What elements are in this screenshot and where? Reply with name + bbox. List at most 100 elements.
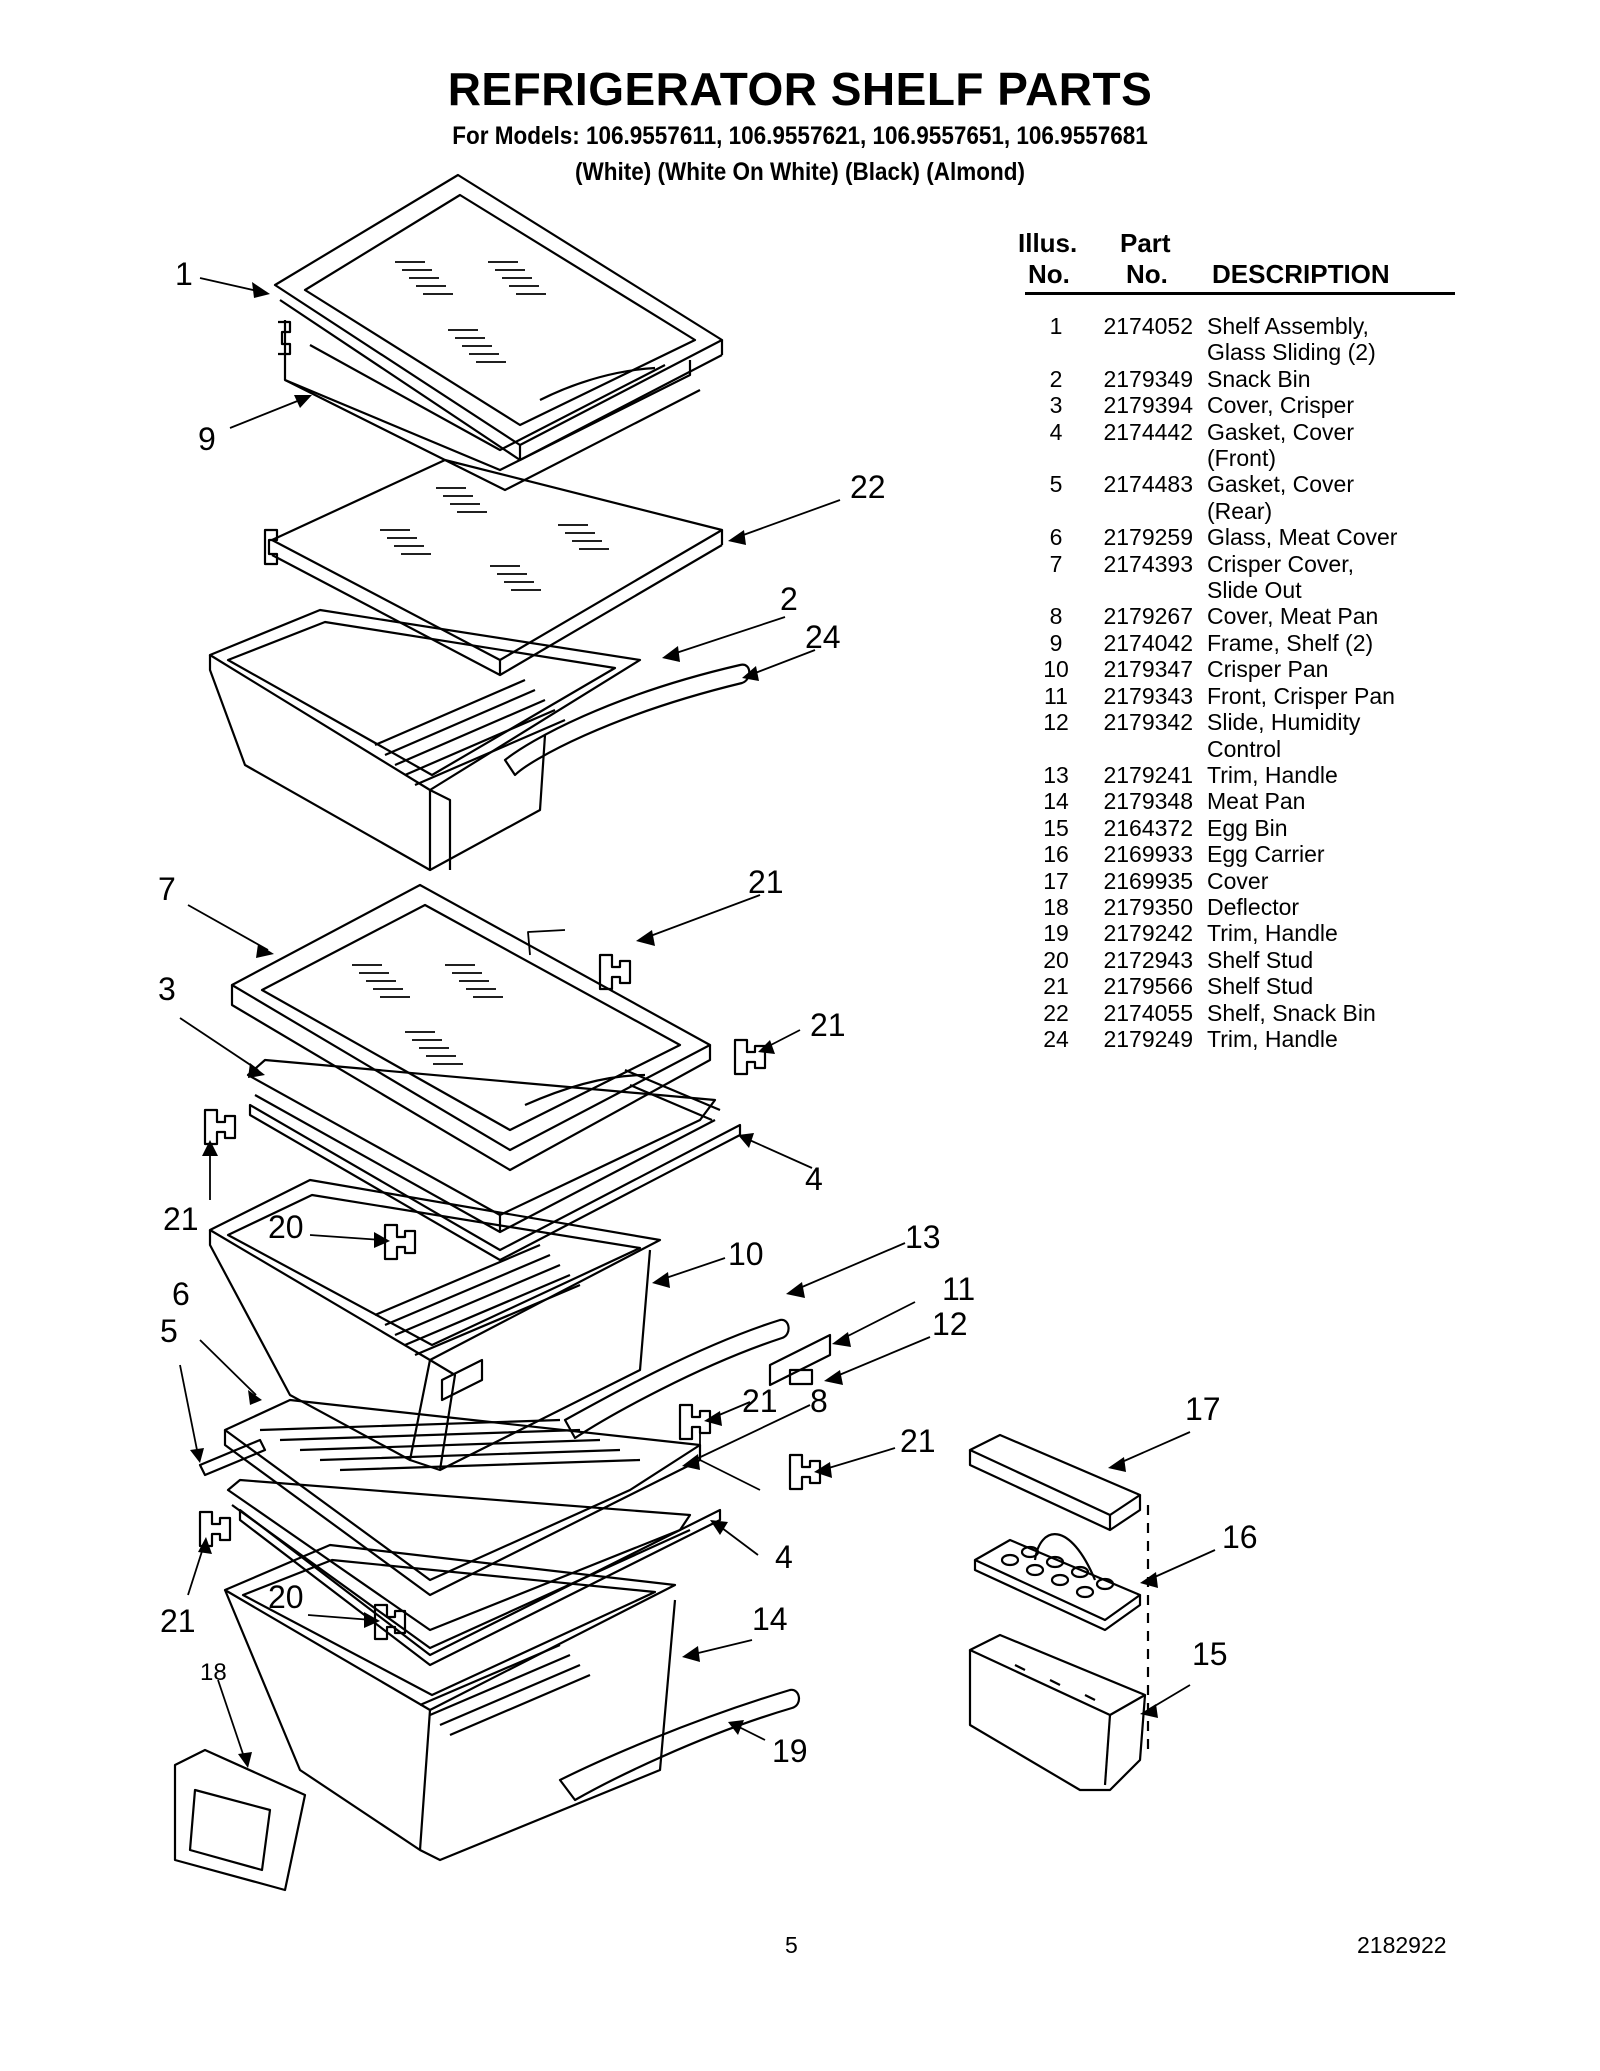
part-trim-handle-13 (563, 1318, 790, 1440)
part-number: 2179259 (1103, 524, 1193, 551)
part-humidity-slide (768, 1333, 832, 1387)
part-number: 2179241 (1103, 761, 1193, 788)
callout-21b: 21 (810, 1007, 846, 1043)
illus-number: 10 (1043, 656, 1069, 683)
part-number: 2179350 (1103, 893, 1193, 920)
callout-21a: 21 (748, 864, 784, 900)
models-line: For Models: 106.9557611, 106.9557621, 10… (452, 122, 1148, 150)
part-number: 2169933 (1103, 841, 1193, 868)
part-number: 2179566 (1103, 973, 1193, 1000)
leader-lines (179, 277, 1216, 1761)
part-number: 2179342 (1103, 709, 1193, 736)
callout-7: 7 (158, 871, 176, 907)
part-number: 2179242 (1103, 920, 1193, 947)
part-description: Cover, Crisper (1207, 392, 1354, 419)
page-number: 5 (785, 1932, 798, 1958)
part-crisper-cover (230, 883, 712, 1172)
parts-row: 6 2179259 Glass, Meat Cover (1020, 524, 1470, 550)
callout-18: 18 (200, 1659, 227, 1686)
callout-3: 3 (158, 971, 176, 1007)
part-number: 2179394 (1103, 392, 1193, 419)
part-description: Shelf Stud (1207, 946, 1314, 973)
illus-number: 13 (1043, 761, 1069, 788)
parts-row: 9 2174042 Frame, Shelf (2) (1020, 630, 1470, 656)
illus-number: 21 (1043, 973, 1069, 1000)
callout-20a: 20 (268, 1209, 304, 1245)
illus-number: 24 (1043, 1025, 1069, 1052)
callout-2: 2 (780, 581, 798, 617)
part-number: 2179267 (1103, 603, 1193, 630)
illus-number: 6 (1049, 524, 1063, 551)
part-description: Crisper Pan (1207, 656, 1329, 683)
illus-number: 14 (1043, 788, 1069, 815)
callout-4b: 4 (775, 1539, 793, 1575)
arrowheads (190, 282, 1158, 1768)
part-deflector (173, 1748, 307, 1892)
part-meat-pan (223, 1543, 677, 1862)
callout-20b: 20 (268, 1579, 304, 1615)
callout-5: 5 (160, 1313, 178, 1349)
part-description: Frame, Shelf (2) (1207, 629, 1374, 656)
part-snack-bin (208, 608, 642, 872)
part-gasket-front-2 (238, 1508, 722, 1667)
callout-22: 22 (850, 469, 886, 505)
part-egg-cover (968, 1433, 1142, 1532)
parts-row: 13 2179241 Trim, Handle (1020, 762, 1470, 788)
part-description: Glass, Meat Cover (1207, 524, 1398, 551)
part-number: 2174052 (1103, 313, 1193, 339)
header-part-bottom: No. (1126, 259, 1168, 289)
illus-number: 16 (1043, 841, 1069, 868)
part-cover-crisper (246, 1058, 721, 1234)
callout-17: 17 (1185, 1391, 1221, 1427)
callout-21d: 21 (742, 1383, 778, 1419)
callout-15: 15 (1192, 1636, 1228, 1672)
callout-labels: 1 9 22 2 24 7 21 3 21 4 21 20 10 13 11 1… (158, 256, 1258, 1769)
part-shelf-assembly (273, 173, 724, 462)
callout-13: 13 (905, 1219, 941, 1255)
glass-marks (395, 261, 546, 363)
callout-21f: 21 (160, 1603, 196, 1639)
document-number: 2182922 (1357, 1932, 1447, 1958)
illus-number: 20 (1043, 946, 1069, 973)
callout-21e: 21 (900, 1423, 936, 1459)
shelf-studs (198, 953, 822, 1641)
part-description: Trim, Handle (1207, 761, 1338, 788)
part-number: 2174042 (1103, 629, 1193, 656)
callout-12: 12 (932, 1306, 968, 1342)
part-description: Trim, Handle (1207, 920, 1338, 947)
part-snack-bin-shelf (263, 458, 724, 677)
part-description: Trim, Handle (1207, 1025, 1338, 1052)
part-description: Crisper Cover, Slide Out (1207, 550, 1354, 604)
callout-8: 8 (810, 1383, 828, 1419)
illus-number: 15 (1043, 814, 1069, 841)
part-number: 2174442 (1103, 418, 1193, 445)
part-shelf-frame (278, 320, 701, 492)
header-illus-top: Illus. (1018, 228, 1078, 258)
callout-16: 16 (1222, 1519, 1258, 1555)
part-number: 2179343 (1103, 682, 1193, 709)
callout-11: 11 (942, 1271, 975, 1307)
callout-19: 19 (772, 1733, 808, 1769)
illus-number: 9 (1049, 629, 1063, 656)
page-title: REFRIGERATOR SHELF PARTS (447, 63, 1153, 115)
illus-number: 17 (1043, 867, 1069, 894)
callout-14: 14 (752, 1601, 788, 1637)
part-number: 2179349 (1103, 365, 1193, 392)
part-description: Shelf Assembly, Glass Sliding (2) (1207, 313, 1376, 366)
colors-line: (White) (White On White) (Black) (Almond… (575, 158, 1025, 186)
